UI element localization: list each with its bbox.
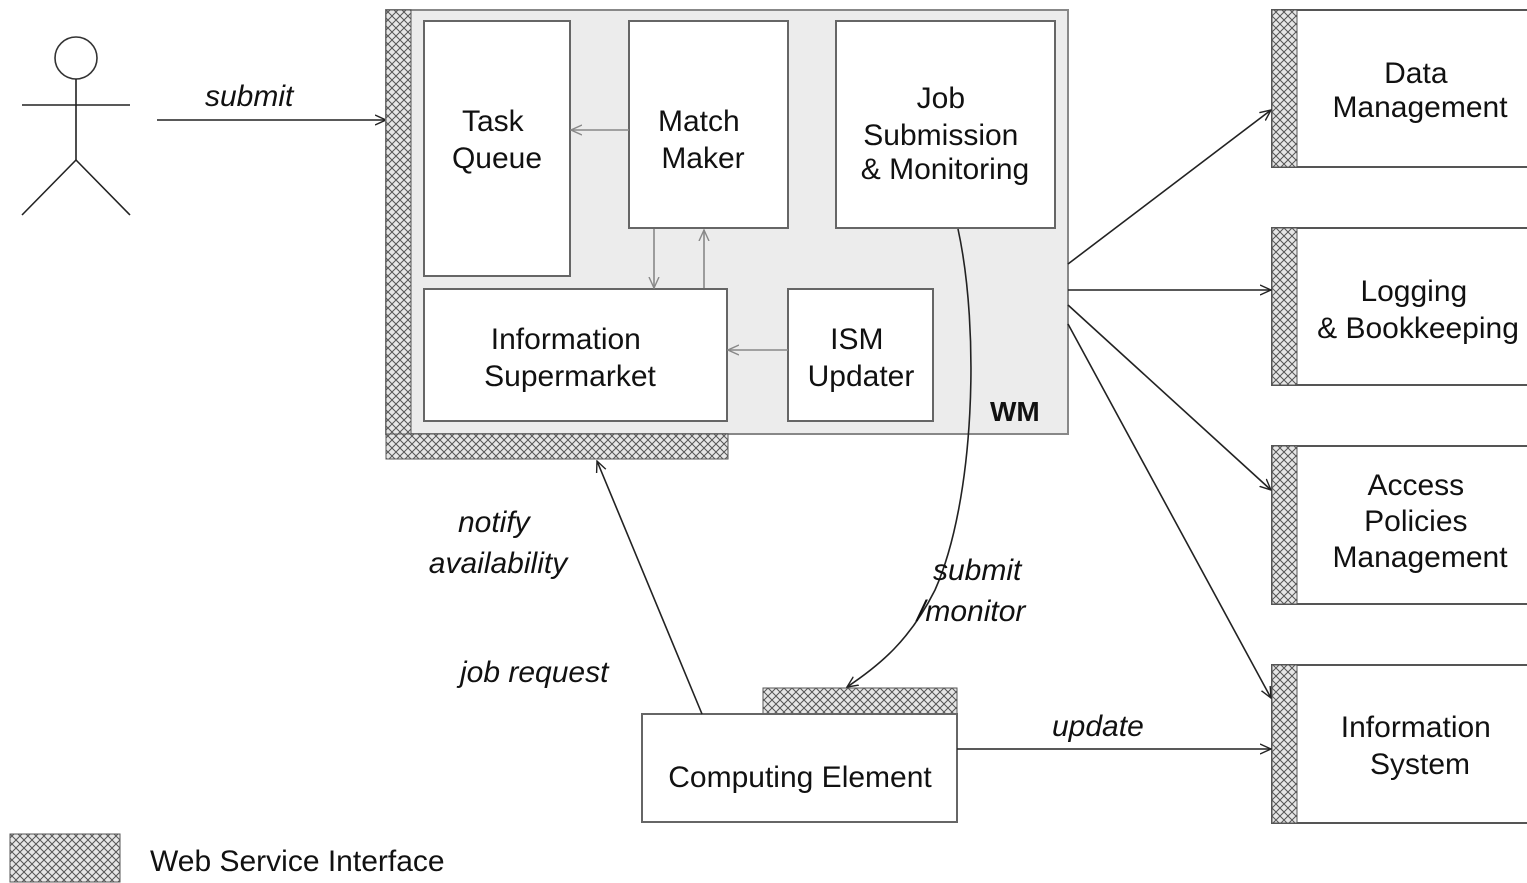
wm-to-data-management-arrow xyxy=(1067,110,1271,265)
svg-text:Logging & Bookkeeping: Logging & Bookkeeping xyxy=(1317,275,1519,345)
svg-text:Information System: Information System xyxy=(1341,711,1499,781)
job-submission-line-1: Job xyxy=(917,82,965,115)
wm-web-service-interface-left xyxy=(385,9,412,460)
match-maker-box: Match Maker xyxy=(628,20,789,229)
legend: Web Service Interface xyxy=(9,833,445,883)
submit-monitor-line-2: /monitor xyxy=(915,595,1026,628)
svg-text:Information Supermarket: Information Supermarket xyxy=(484,323,656,393)
job-request-label: job request xyxy=(456,656,610,689)
logging-bookkeeping-box: Logging & Bookkeeping xyxy=(1271,227,1527,386)
access-policies-line-3: Management xyxy=(1332,541,1508,574)
update-label: update xyxy=(1052,710,1144,743)
data-management-line-2: Management xyxy=(1332,91,1508,124)
computing-element-label: Computing Element xyxy=(668,761,932,794)
legend-swatch xyxy=(9,833,121,883)
information-system-line-2: System xyxy=(1370,748,1470,781)
logging-line-2: & Bookkeeping xyxy=(1317,312,1519,345)
ism-updater-box: ISM Updater xyxy=(787,288,934,422)
wm-to-information-system-arrow xyxy=(1067,323,1271,698)
legend-label: Web Service Interface xyxy=(150,845,445,878)
submit-monitor-arrow xyxy=(847,228,972,687)
ism-updater-line-1: ISM xyxy=(830,323,883,356)
match-maker-line-1: Match xyxy=(658,105,740,138)
logging-line-1: Logging xyxy=(1360,275,1467,308)
job-submission-line-3: & Monitoring xyxy=(861,153,1029,186)
access-policies-line-1: Access xyxy=(1367,469,1464,502)
information-system-box: Information System xyxy=(1271,664,1527,824)
submit-label: submit xyxy=(205,80,295,113)
job-submission-box: Job Submission & Monitoring xyxy=(835,20,1056,229)
svg-text:ISM Updater: ISM Updater xyxy=(808,323,915,393)
svg-text:submit /monitor: submit /monitor xyxy=(915,554,1030,628)
data-management-line-1: Data xyxy=(1384,57,1448,90)
svg-text:Job Submission & M: Job Submission & Monitoring xyxy=(861,82,1029,186)
svg-text:Match Maker: Match Maker xyxy=(658,105,748,175)
information-supermarket-line-1: Information xyxy=(491,323,641,356)
notify-label-line-2: availability xyxy=(429,547,569,580)
match-maker-line-2: Maker xyxy=(661,142,744,175)
svg-text:Data Management: Data Management xyxy=(1332,57,1508,124)
wm-label: WM xyxy=(990,396,1040,427)
access-policies-box: Access Policies Management xyxy=(1271,445,1527,605)
wm-web-service-interface-bottom xyxy=(385,433,729,460)
submit-monitor-line-1: submit xyxy=(933,554,1023,587)
access-policies-line-2: Policies xyxy=(1364,505,1467,538)
svg-text:notify availability: notify availability xyxy=(429,506,569,580)
job-submission-line-2: Submission xyxy=(863,119,1018,152)
computing-element-box: Computing Element xyxy=(641,687,958,823)
task-queue-line-2: Queue xyxy=(452,142,542,175)
job-request-arrow xyxy=(597,461,703,715)
information-supermarket-line-2: Supermarket xyxy=(484,360,656,393)
task-queue-box: Task Queue xyxy=(423,20,571,277)
ism-updater-line-2: Updater xyxy=(808,360,915,393)
task-queue-line-1: Task xyxy=(462,105,525,138)
information-system-line-1: Information xyxy=(1341,711,1491,744)
wm-to-access-policies-arrow xyxy=(1067,304,1271,490)
data-management-box: Data Management xyxy=(1271,9,1527,168)
svg-text:Access Policies Ma: Access Policies Management xyxy=(1332,469,1508,574)
svg-text:Task Queue: Task Queue xyxy=(452,105,542,175)
information-supermarket-box: Information Supermarket xyxy=(423,288,728,422)
user-actor-icon xyxy=(21,36,131,216)
notify-label-line-1: notify xyxy=(458,506,532,539)
